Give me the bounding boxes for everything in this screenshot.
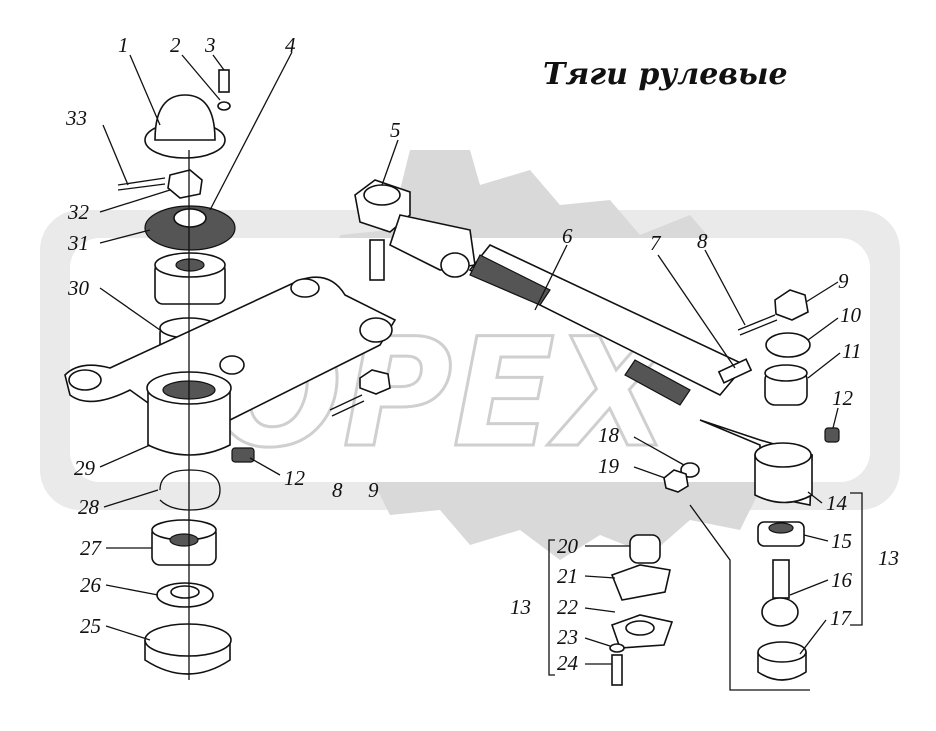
label-8-center: 8 [332,478,343,502]
label-18: 18 [598,423,620,447]
label-15: 15 [831,529,852,553]
label-20: 20 [557,534,579,558]
label-24: 24 [557,651,579,675]
label-1: 1 [118,33,129,57]
part-28-circlip [159,469,221,511]
label-12-left: 12 [284,466,306,490]
label-17: 17 [830,606,853,630]
part-16-stud [772,559,790,599]
label-29: 29 [74,456,96,480]
part-10-ring [765,332,811,358]
label-10: 10 [840,303,862,327]
part-24-bolt [611,654,623,686]
bracket-right-13 [850,492,863,626]
bracket-left-13 [548,539,555,676]
ball-stud [369,239,385,281]
part-2-washer [217,101,231,111]
label-23: 23 [557,625,578,649]
label-2: 2 [170,33,181,57]
label-4: 4 [285,33,296,57]
right-end-assembly [609,289,840,691]
label-3: 3 [204,33,216,57]
diagram-title: Тяги рулевые [543,57,788,92]
label-8-right: 8 [697,229,708,253]
part-3-bolt [218,69,230,93]
label-7: 7 [650,231,662,255]
part-21-gasket [610,564,671,601]
label-30: 30 [67,276,90,300]
label-31: 31 [67,231,89,255]
part-labels: 1 2 3 4 5 6 7 8 8 9 9 10 11 12 12 13 13 … [65,33,899,675]
label-19: 19 [598,454,620,478]
part-9-nut-center [359,369,391,395]
part-12-fitting-left [231,447,255,463]
part-23-washer [609,643,625,653]
label-5: 5 [390,118,401,142]
label-33: 33 [65,106,87,130]
part-9-nut-right [774,289,809,321]
part-12-fitting-right [824,427,840,443]
leader-lines [99,51,841,665]
label-9-center: 9 [368,478,379,502]
part-19-nut [663,469,689,493]
label-32: 32 [67,200,90,224]
label-21: 21 [557,564,578,588]
part-1-cap-dome [154,94,216,141]
part-31-ring [144,205,236,251]
label-9-right: 9 [838,269,849,293]
label-25: 25 [80,614,101,638]
label-6: 6 [562,224,573,248]
label-27: 27 [80,536,103,560]
label-28: 28 [78,495,100,519]
label-13-left: 13 [510,595,531,619]
label-22: 22 [557,595,579,619]
part-7-bolt [717,358,753,384]
part-33-cotter-pin [117,177,166,191]
part-32-castle-nut [167,169,203,199]
label-26: 26 [80,573,102,597]
part-20-boot [629,534,661,564]
label-12-right: 12 [832,386,854,410]
label-16: 16 [831,568,853,592]
part-8-bolt-right [737,314,778,336]
label-13-right: 13 [878,546,899,570]
part-8-bolt-center [329,394,365,417]
label-11: 11 [842,339,861,363]
label-14: 14 [826,491,848,515]
tie-rod-assembly [329,179,778,493]
left-assembly [64,69,397,680]
